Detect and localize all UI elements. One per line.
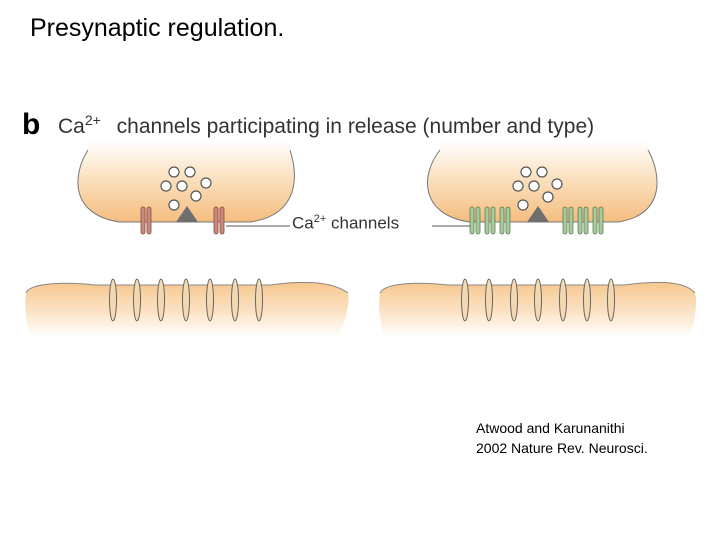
calcium-channel — [577, 206, 583, 235]
calcium-channel — [505, 206, 511, 235]
heading-ion-symbol: Ca — [58, 115, 85, 138]
left-calcium-channels — [140, 206, 225, 235]
release-site — [527, 206, 549, 222]
vesicle — [200, 177, 212, 189]
vesicle — [160, 180, 172, 192]
calcium-channel — [146, 206, 152, 235]
calcium-channel — [499, 206, 505, 235]
citation-journal: 2002 Nature Rev. Neurosci. — [476, 440, 648, 456]
calcium-channel — [484, 206, 490, 235]
receptor — [157, 278, 165, 322]
calcium-channel — [592, 206, 598, 235]
citation-authors: Atwood and Karunanithi — [476, 420, 625, 436]
vesicle — [168, 199, 180, 211]
receptor — [583, 278, 591, 322]
right-presynaptic-terminal — [427, 140, 658, 235]
calcium-channel — [213, 206, 219, 235]
heading-ion: Ca2+ — [58, 112, 101, 138]
vesicle — [520, 166, 532, 178]
left-postsynaptic-outline — [25, 281, 349, 294]
calcium-channel — [562, 206, 568, 235]
calcium-channel — [490, 206, 496, 235]
calcium-channel — [140, 206, 146, 235]
receptor — [461, 278, 469, 322]
heading-text: channels participating in release (numbe… — [116, 115, 595, 138]
vesicle — [168, 166, 180, 178]
receptor — [485, 278, 493, 322]
receptor — [534, 278, 542, 322]
left-presynaptic-terminal — [77, 140, 295, 235]
calcium-channel — [475, 206, 481, 235]
panel-label: b — [22, 108, 41, 141]
vesicle — [190, 190, 202, 202]
receptor — [206, 278, 214, 322]
right-postsynaptic-membrane — [379, 278, 697, 337]
citation: Atwood and Karunanithi 2002 Nature Rev. … — [476, 418, 648, 458]
left-terminal-membrane — [77, 140, 295, 222]
left-receptors — [109, 278, 263, 322]
receptor — [255, 278, 263, 322]
calcium-channel — [583, 206, 589, 235]
panel-heading: Ca2+ channels participating in release (… — [58, 112, 594, 139]
slide-title: Presynaptic regulation. — [30, 14, 285, 42]
vesicle — [536, 166, 548, 178]
calcium-channel — [469, 206, 475, 235]
calcium-channels-callout: Ca2+ channels — [292, 213, 399, 234]
receptor — [231, 278, 239, 322]
calcium-channel — [598, 206, 604, 235]
calcium-channel — [219, 206, 225, 235]
vesicle — [176, 180, 188, 192]
vesicle — [551, 178, 563, 190]
vesicle — [517, 199, 529, 211]
left-postsynaptic-membrane — [25, 278, 349, 337]
receptor — [133, 278, 141, 322]
receptor — [510, 278, 518, 322]
receptor — [559, 278, 567, 322]
receptor — [109, 278, 117, 322]
callout-text: channels — [331, 213, 400, 233]
right-terminal-membrane — [427, 140, 658, 222]
vesicle — [542, 191, 554, 203]
right-receptors — [461, 278, 615, 322]
release-site — [176, 206, 198, 222]
vesicle — [528, 180, 540, 192]
vesicle — [184, 166, 196, 178]
receptor — [607, 278, 615, 322]
left-vesicle-cluster — [160, 166, 212, 211]
right-vesicle-cluster — [512, 166, 563, 211]
vesicle — [512, 180, 524, 192]
right-calcium-channels — [469, 206, 604, 235]
receptor — [182, 278, 190, 322]
callout-ion-symbol: Ca — [292, 213, 314, 233]
calcium-channel — [568, 206, 574, 235]
heading-ion-charge: 2+ — [84, 112, 101, 128]
callout-ion-charge: 2+ — [313, 213, 327, 225]
